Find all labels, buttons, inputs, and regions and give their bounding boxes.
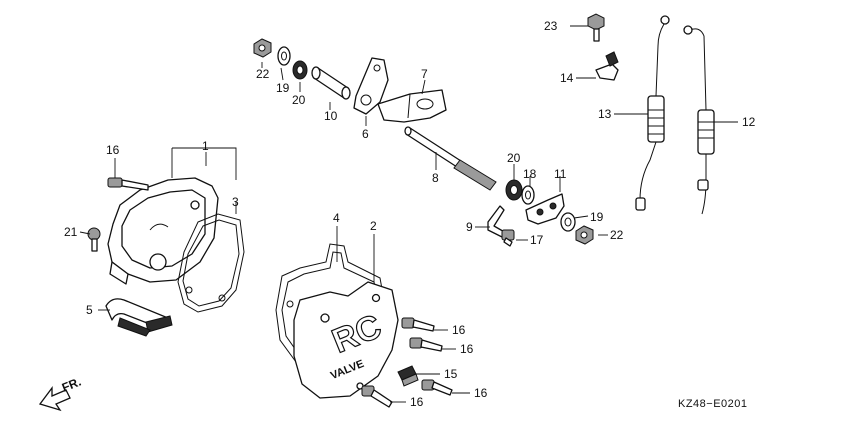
callout-17: 17 (530, 233, 544, 247)
callout-6: 6 (362, 127, 369, 141)
callout-15: 15 (444, 367, 458, 381)
part-2-rc-valve-cover: RC VALVE (293, 281, 399, 399)
callout-19-right: 19 (590, 210, 604, 224)
part-20-bearing-top (292, 60, 308, 80)
part-7-lever (377, 89, 447, 123)
part-20-bearing-mid (505, 179, 523, 201)
callout-3: 3 (232, 195, 239, 209)
part-19-washer-top (277, 46, 291, 66)
part-21-screw (87, 227, 101, 252)
callout-19-top: 19 (276, 81, 290, 95)
front-marker-label: FR. (60, 375, 83, 395)
callout-22-top: 22 (256, 67, 270, 81)
part-17-bolt (501, 229, 515, 247)
callout-4: 4 (333, 211, 340, 225)
part-19-washer-right (560, 212, 576, 232)
callout-16-a: 16 (452, 323, 466, 337)
callout-16-c: 16 (474, 386, 488, 400)
callout-labels: 1 3 16 21 5 4 2 22 19 20 10 6 7 8 20 18 … (64, 19, 756, 409)
part-8-shaft (404, 126, 497, 191)
part-16-bolt-a (401, 317, 435, 332)
part-13-cable (635, 15, 670, 211)
part-22-nut-top (253, 38, 272, 58)
part-16-bolt-c (421, 379, 453, 396)
part-22-nut-right (575, 225, 594, 245)
callout-16-d: 16 (410, 395, 424, 409)
callout-2: 2 (370, 219, 377, 233)
part-5-clip (105, 298, 173, 337)
callout-12: 12 (742, 115, 756, 129)
part-15-clip (397, 365, 419, 387)
part-16-bolt-d (361, 385, 393, 408)
callout-13: 13 (598, 107, 612, 121)
drawing-code: KZ48−E0201 (678, 398, 748, 410)
callout-14: 14 (560, 71, 574, 85)
part-18-washer (521, 185, 535, 205)
callout-5: 5 (86, 303, 93, 317)
callout-21: 21 (64, 225, 78, 239)
callout-10: 10 (324, 109, 338, 123)
callout-7: 7 (421, 67, 428, 81)
callout-16-b: 16 (460, 342, 474, 356)
part-16-bolt-left (107, 177, 149, 191)
part-11-bracket (525, 193, 565, 225)
part-12-cable (683, 25, 715, 215)
part-1-valve-cover (107, 177, 219, 285)
callout-1: 1 (202, 139, 209, 153)
callout-20-top: 20 (292, 93, 306, 107)
callout-20-mid: 20 (507, 151, 521, 165)
leader-lines (79, 25, 738, 403)
front-direction-arrow: FR. (38, 375, 83, 412)
callout-9: 9 (466, 220, 473, 234)
callout-16-left: 16 (106, 143, 120, 157)
callout-8: 8 (432, 171, 439, 185)
callout-22-right: 22 (610, 228, 624, 242)
callout-18: 18 (523, 167, 537, 181)
callout-23: 23 (544, 19, 558, 33)
part-9-spring (487, 205, 509, 239)
part-14-clamp (595, 51, 619, 81)
part-10-sleeve (311, 66, 351, 100)
part-3-gasket (177, 213, 245, 313)
part-6-arm (353, 57, 389, 115)
part-23-bolt (587, 13, 605, 42)
callout-11: 11 (554, 167, 567, 181)
part-16-bolt-b (409, 337, 443, 352)
